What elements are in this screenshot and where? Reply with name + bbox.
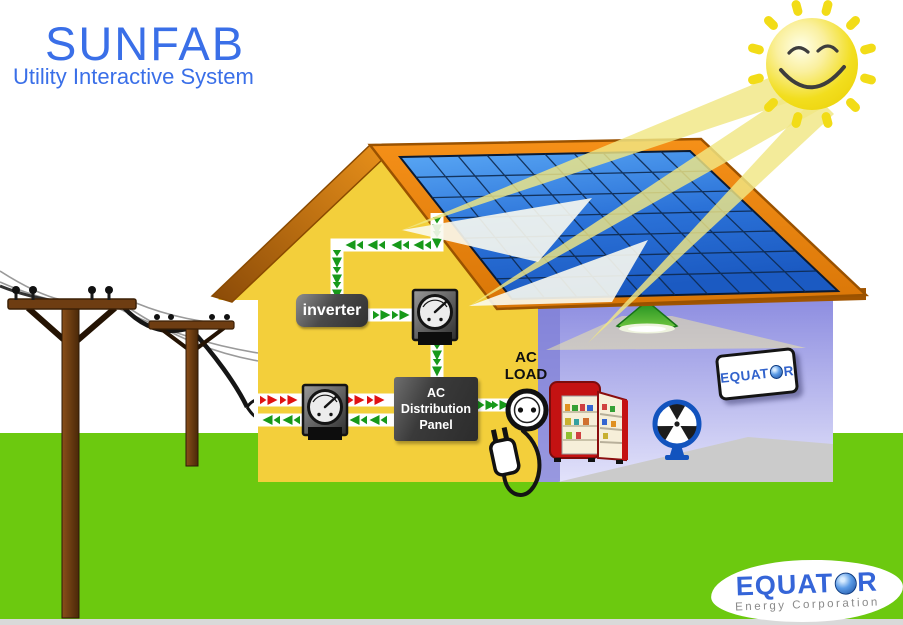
ac-distribution-panel-box: AC Distribution Panel: [394, 377, 478, 441]
sun-beams: [400, 70, 834, 343]
gable-wall: [218, 155, 532, 300]
ac-load-label: AC LOAD: [494, 349, 558, 384]
refrigerator-icon: [549, 381, 628, 464]
gauge-meter-icon: [411, 288, 459, 347]
gauge-meter-icon: [301, 383, 349, 442]
ac-panel-line1: AC: [426, 385, 446, 400]
utility-pole-icon-far: [148, 314, 235, 467]
bottom-edge: [0, 619, 903, 625]
fan-icon: [652, 399, 702, 460]
power-outlet-icon: [505, 388, 549, 432]
interior-floor: [558, 437, 833, 482]
ac-load-line1: AC: [515, 349, 537, 366]
utility-pole-icon: [7, 286, 137, 619]
ac-panel-line3: Panel: [419, 418, 453, 433]
lamp-glow: [546, 316, 806, 350]
sign-text-left: EQUAT: [719, 365, 770, 386]
globe-icon: [833, 571, 857, 595]
globe-icon: [768, 364, 784, 380]
page-subtitle: Utility Interactive System: [13, 64, 254, 89]
smiling-sun-icon: [748, 0, 876, 128]
ac-load-line2: LOAD: [504, 366, 548, 384]
inverter-label: inverter: [302, 301, 362, 319]
sign-text-right: R: [782, 362, 795, 379]
logo-text-right: R: [856, 566, 879, 598]
sun-rays: [748, 0, 876, 128]
logo-text-left: EQUAT: [735, 568, 834, 602]
equator-wall-sign: EQUAT R: [714, 346, 800, 402]
logo-brand: EQUAT R: [735, 566, 879, 602]
pendant-lamp-icon: [615, 293, 679, 334]
page-title: SUNFAB: [45, 17, 246, 70]
ac-panel-line2: Distribution: [400, 401, 472, 416]
inverter-box: inverter: [296, 294, 368, 327]
power-plug-icon: [489, 426, 542, 497]
